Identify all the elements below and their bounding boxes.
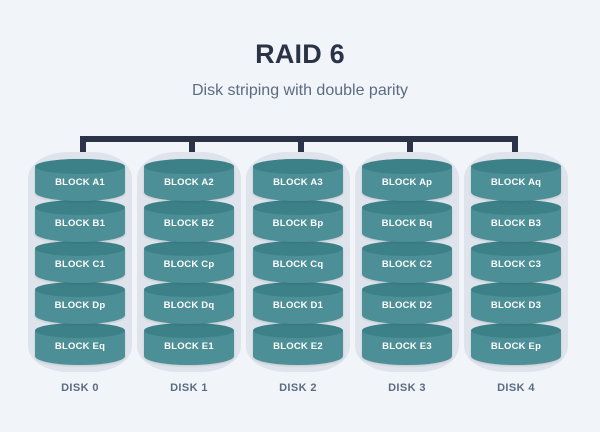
cylinder-cap-icon	[35, 323, 125, 338]
block-label: BLOCK D2	[381, 300, 433, 311]
cylinder-cap-icon	[471, 323, 561, 338]
disk-column-4[interactable]: BLOCK Ep BLOCK D3 BLOCK C3 BLOCK B3	[461, 152, 571, 394]
block-cell[interactable]: BLOCK Ep	[471, 323, 561, 365]
block-label: BLOCK E2	[273, 341, 323, 352]
block-cell[interactable]: BLOCK D2	[362, 282, 452, 324]
block-cell[interactable]: BLOCK Aq	[471, 159, 561, 201]
block-cell[interactable]: BLOCK Ap	[362, 159, 452, 201]
disk-column-3[interactable]: BLOCK E3 BLOCK D2 BLOCK C2 BLOCK Bq	[352, 152, 462, 394]
block-cell[interactable]: BLOCK D3	[471, 282, 561, 324]
block-label: BLOCK Dq	[163, 300, 215, 311]
block-label: BLOCK Bp	[272, 218, 324, 229]
block-cell[interactable]: BLOCK E1	[144, 323, 234, 365]
block-cell[interactable]: BLOCK D1	[253, 282, 343, 324]
cylinder-cap-icon	[35, 282, 125, 297]
disk-frame-2: BLOCK E2 BLOCK D1 BLOCK Cq BLOCK Bp	[246, 152, 350, 372]
cylinder-cap-icon	[35, 200, 125, 215]
block-label: BLOCK D3	[490, 300, 542, 311]
cylinder-cap-icon	[471, 159, 561, 174]
block-label: BLOCK C2	[381, 259, 433, 270]
disk-frame-0: BLOCK Eq BLOCK Dp BLOCK C1 BLOCK B1	[28, 152, 132, 372]
disk-column-0[interactable]: BLOCK Eq BLOCK Dp BLOCK C1 BLOCK B1	[25, 152, 135, 394]
cylinder-cap-icon	[144, 241, 234, 256]
block-label: BLOCK B1	[54, 218, 106, 229]
block-label: BLOCK Eq	[54, 341, 106, 352]
block-label: BLOCK B3	[490, 218, 542, 229]
block-label: BLOCK E1	[164, 341, 214, 352]
disk-frame-3: BLOCK E3 BLOCK D2 BLOCK C2 BLOCK Bq	[355, 152, 459, 372]
page-title: RAID 6	[255, 39, 345, 69]
disk-frame-4: BLOCK Ep BLOCK D3 BLOCK C3 BLOCK B3	[464, 152, 568, 372]
block-cell[interactable]: BLOCK B3	[471, 200, 561, 242]
cylinder-cap-icon	[471, 200, 561, 215]
block-label: BLOCK A2	[164, 177, 214, 188]
cylinder-cap-icon	[253, 282, 343, 297]
cylinder-cap-icon	[362, 241, 452, 256]
cylinder-cap-icon	[35, 241, 125, 256]
cylinder-cap-icon	[362, 282, 452, 297]
block-label: BLOCK B2	[163, 218, 215, 229]
cylinder-cap-icon	[144, 282, 234, 297]
block-label: BLOCK C3	[490, 259, 542, 270]
disk-column-1[interactable]: BLOCK E1 BLOCK Dq BLOCK Cp BLOCK B2	[134, 152, 244, 394]
cylinder-cap-icon	[253, 323, 343, 338]
block-cell[interactable]: BLOCK E2	[253, 323, 343, 365]
block-cell[interactable]: BLOCK Bq	[362, 200, 452, 242]
disk-array: BLOCK Eq BLOCK Dp BLOCK C1 BLOCK B1	[0, 152, 600, 402]
block-cell[interactable]: BLOCK Eq	[35, 323, 125, 365]
disk-column-2[interactable]: BLOCK E2 BLOCK D1 BLOCK Cq BLOCK Bp	[243, 152, 353, 394]
cylinder-cap-icon	[35, 159, 125, 174]
block-cell[interactable]: BLOCK Dp	[35, 282, 125, 324]
cylinder-cap-icon	[362, 159, 452, 174]
block-cell[interactable]: BLOCK Cq	[253, 241, 343, 283]
block-cell[interactable]: BLOCK A3	[253, 159, 343, 201]
block-label: BLOCK A3	[273, 177, 323, 188]
block-cell[interactable]: BLOCK A1	[35, 159, 125, 201]
block-stack-1: BLOCK E1 BLOCK Dq BLOCK Cp BLOCK B2	[144, 159, 234, 365]
block-label: BLOCK Cp	[163, 259, 215, 270]
block-stack-3: BLOCK E3 BLOCK D2 BLOCK C2 BLOCK Bq	[362, 159, 452, 365]
block-cell[interactable]: BLOCK A2	[144, 159, 234, 201]
block-label: BLOCK Bq	[381, 218, 433, 229]
block-label: BLOCK Ep	[490, 341, 542, 352]
cylinder-cap-icon	[144, 200, 234, 215]
block-cell[interactable]: BLOCK Dq	[144, 282, 234, 324]
block-stack-4: BLOCK Ep BLOCK D3 BLOCK C3 BLOCK B3	[471, 159, 561, 365]
disk-label-3: DISK 3	[388, 382, 426, 394]
block-cell[interactable]: BLOCK B2	[144, 200, 234, 242]
cylinder-cap-icon	[471, 282, 561, 297]
block-cell[interactable]: BLOCK Bp	[253, 200, 343, 242]
disk-label-0: DISK 0	[61, 382, 99, 394]
block-label: BLOCK D1	[272, 300, 324, 311]
block-stack-2: BLOCK E2 BLOCK D1 BLOCK Cq BLOCK Bp	[253, 159, 343, 365]
block-label: BLOCK C1	[54, 259, 106, 270]
diagram-header: RAID 6 Disk striping with double parity	[0, 0, 600, 100]
cylinder-cap-icon	[362, 323, 452, 338]
cylinder-cap-icon	[253, 241, 343, 256]
cylinder-cap-icon	[471, 241, 561, 256]
block-stack-0: BLOCK Eq BLOCK Dp BLOCK C1 BLOCK B1	[35, 159, 125, 365]
block-cell[interactable]: BLOCK Cp	[144, 241, 234, 283]
block-label: BLOCK Ap	[381, 177, 433, 188]
cylinder-cap-icon	[144, 323, 234, 338]
cylinder-cap-icon	[362, 200, 452, 215]
block-cell[interactable]: BLOCK E3	[362, 323, 452, 365]
block-cell[interactable]: BLOCK C2	[362, 241, 452, 283]
block-label: BLOCK A1	[55, 177, 105, 188]
block-label: BLOCK Cq	[272, 259, 324, 270]
disk-label-2: DISK 2	[279, 382, 317, 394]
block-cell[interactable]: BLOCK C1	[35, 241, 125, 283]
cylinder-cap-icon	[144, 159, 234, 174]
page-subtitle: Disk striping with double parity	[191, 81, 409, 99]
cylinder-cap-icon	[253, 159, 343, 174]
block-cell[interactable]: BLOCK C3	[471, 241, 561, 283]
block-label: BLOCK E3	[382, 341, 432, 352]
block-cell[interactable]: BLOCK B1	[35, 200, 125, 242]
disk-label-4: DISK 4	[497, 382, 535, 394]
block-label: BLOCK Aq	[490, 177, 542, 188]
disk-frame-1: BLOCK E1 BLOCK Dq BLOCK Cp BLOCK B2	[137, 152, 241, 372]
cylinder-cap-icon	[253, 200, 343, 215]
block-label: BLOCK Dp	[54, 300, 106, 311]
disk-label-1: DISK 1	[170, 382, 208, 394]
